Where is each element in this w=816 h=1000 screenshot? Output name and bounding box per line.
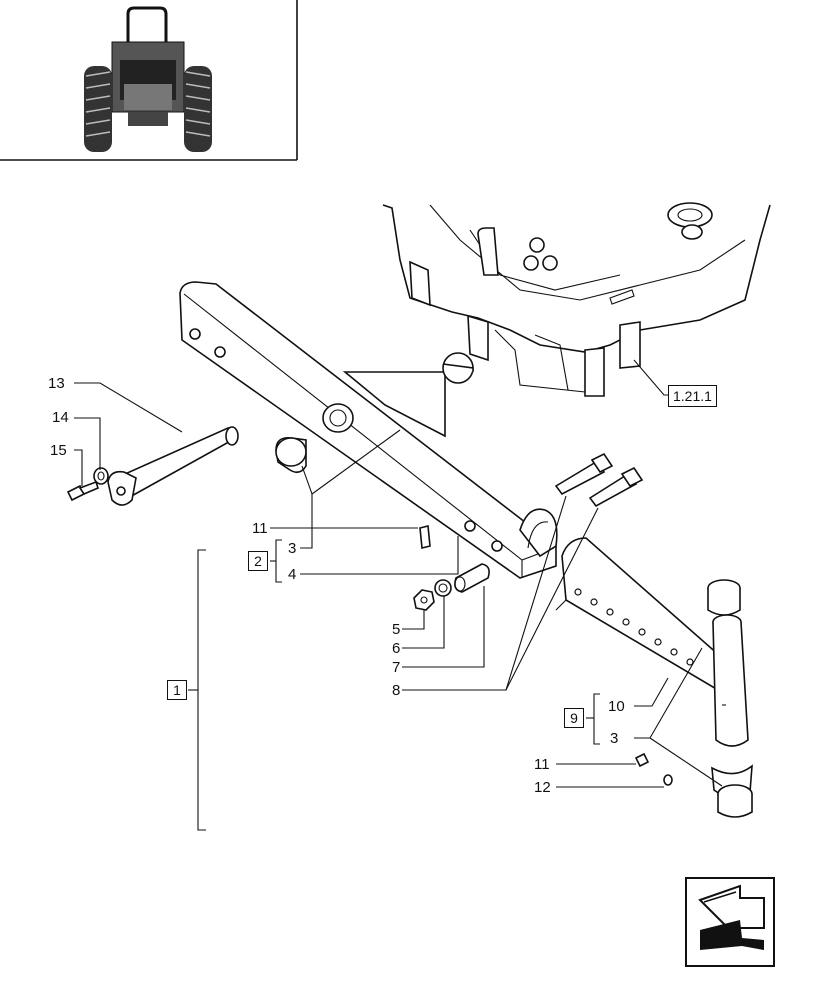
callout-11-upper: 11 [252,520,268,537]
bolt-15 [66,480,99,502]
callout-5: 5 [392,621,401,638]
front-axle-beam [179,281,558,579]
callout-3-lower: 3 [610,730,619,747]
callout-4: 4 [288,566,297,583]
axle-pivot-bushings [275,352,474,474]
cap-12 [663,774,673,786]
grease-nipple-11-upper [419,524,431,550]
grease-nipple-11-lower [634,752,650,768]
callout-7: 7 [392,659,401,676]
nut-5 [413,589,435,611]
callout-14: 14 [52,409,69,426]
sleeve-7 [454,563,490,593]
callout-10: 10 [608,698,625,715]
callout-11-lower: 11 [534,756,550,773]
navigate-back-arrow-icon[interactable] [685,877,775,967]
axle-extension-beam [555,537,721,692]
group-box-9: 9 [564,708,584,728]
callout-8: 8 [392,682,401,699]
reference-link-box[interactable]: 1.21.1 [668,385,717,407]
washer-6 [434,579,452,597]
group-box-2: 2 [248,551,268,571]
bolts-8 [554,452,644,508]
callout-12: 12 [534,779,551,796]
kingpin-housing [707,579,753,799]
callout-3-upper: 3 [288,540,297,557]
pivot-pin [107,426,239,506]
callout-15: 15 [50,442,67,459]
callout-6: 6 [392,640,401,657]
washer-14 [93,467,109,485]
group-box-1: 1 [167,680,187,700]
bushing-3-lower [717,784,753,818]
tractor-thumbnail [0,0,298,161]
tractor-chassis [382,202,771,397]
leader-lines [74,359,723,831]
tractor-front-view-icon [84,6,212,152]
callout-13: 13 [48,375,65,392]
